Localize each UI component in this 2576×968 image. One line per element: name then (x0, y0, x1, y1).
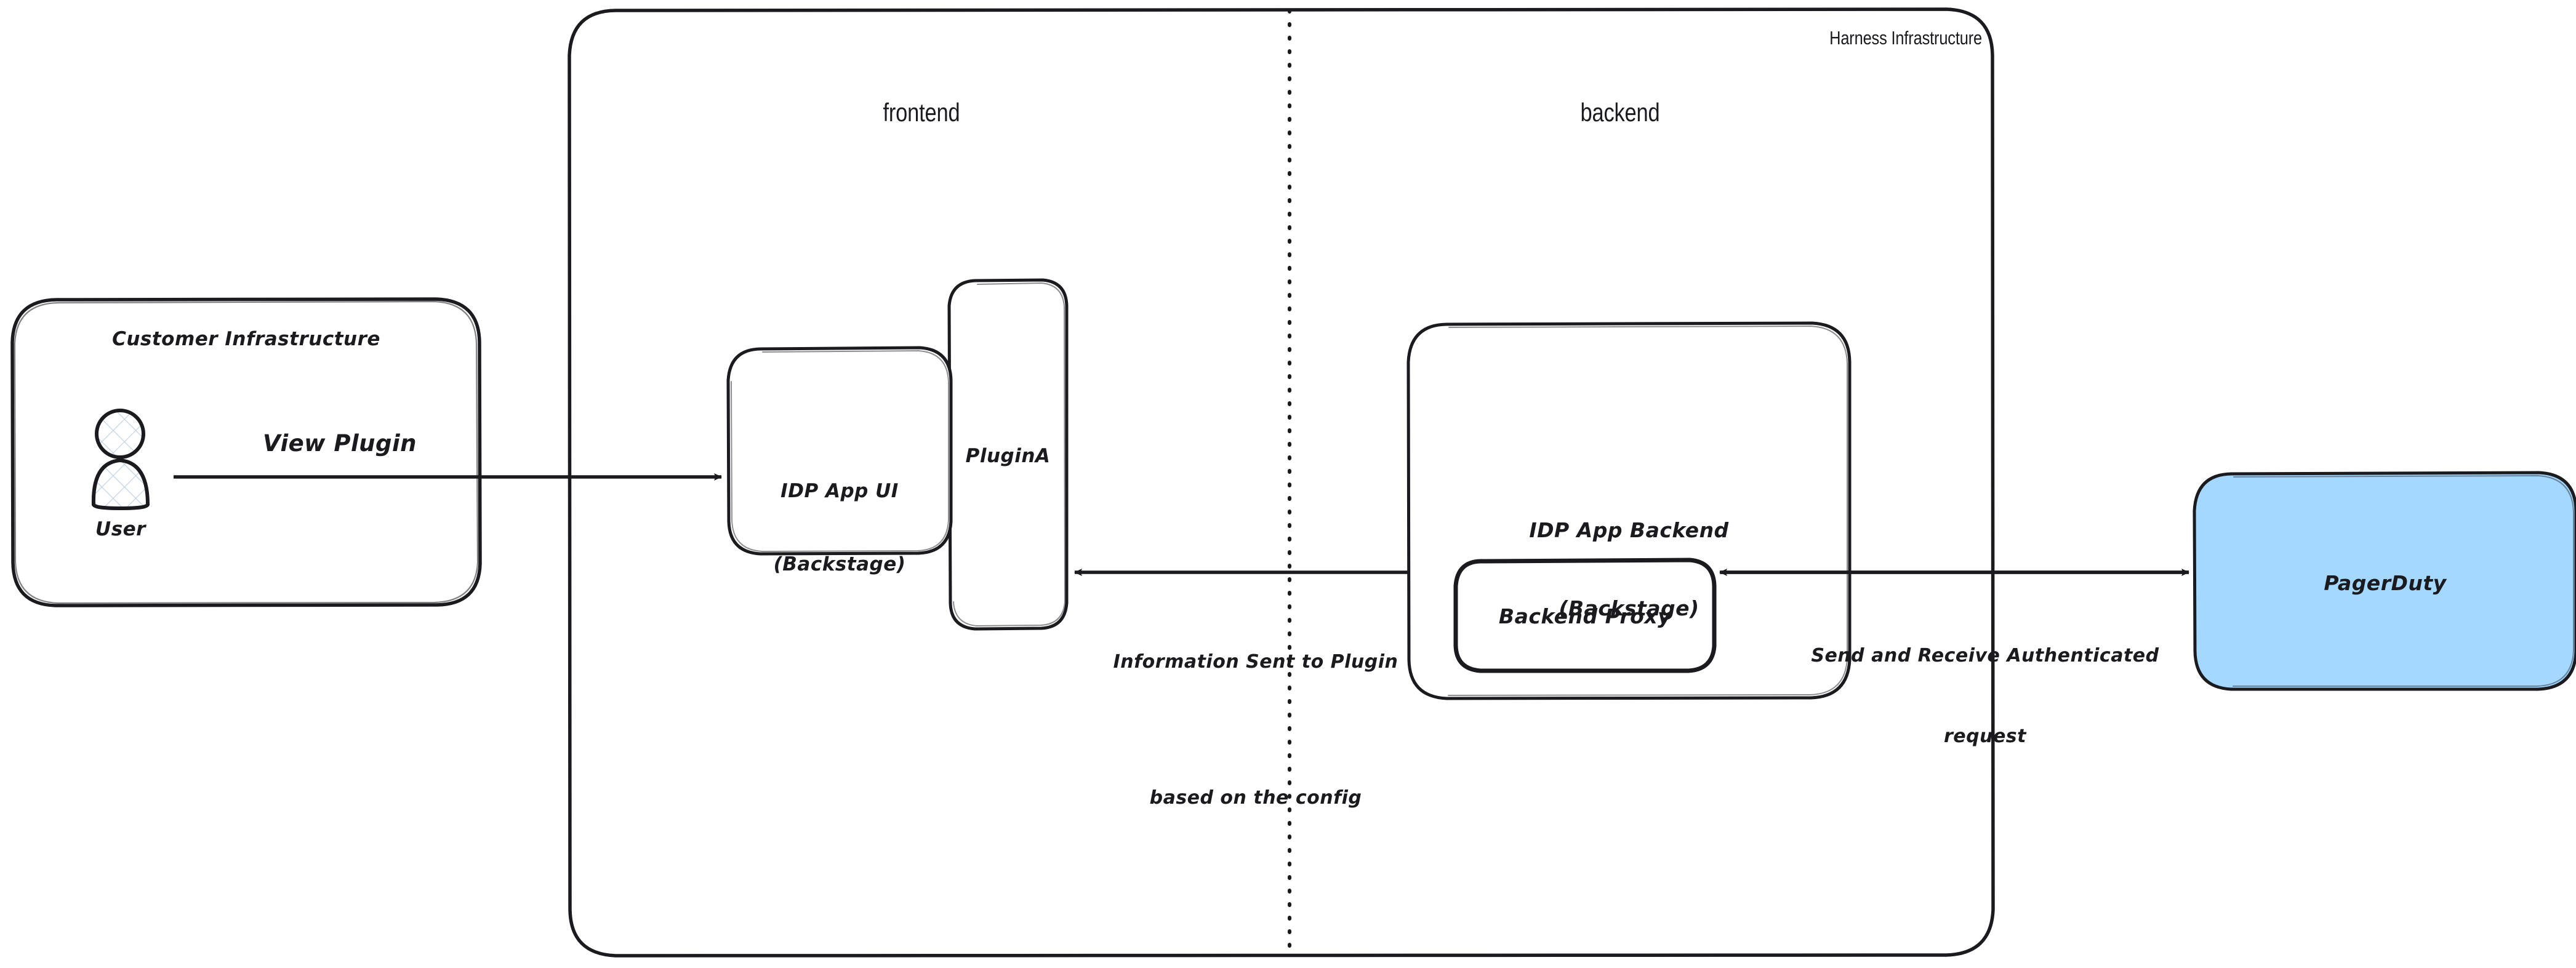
harness-infrastructure-container (568, 7, 1995, 958)
backend-proxy-node[interactable] (1453, 558, 1717, 673)
user-avatar-icon (91, 409, 150, 510)
pagerduty-node[interactable] (2193, 471, 2576, 691)
idp-app-ui-node[interactable] (726, 346, 953, 556)
plugin-a-node[interactable] (947, 278, 1069, 631)
customer-infrastructure-container (10, 297, 482, 607)
